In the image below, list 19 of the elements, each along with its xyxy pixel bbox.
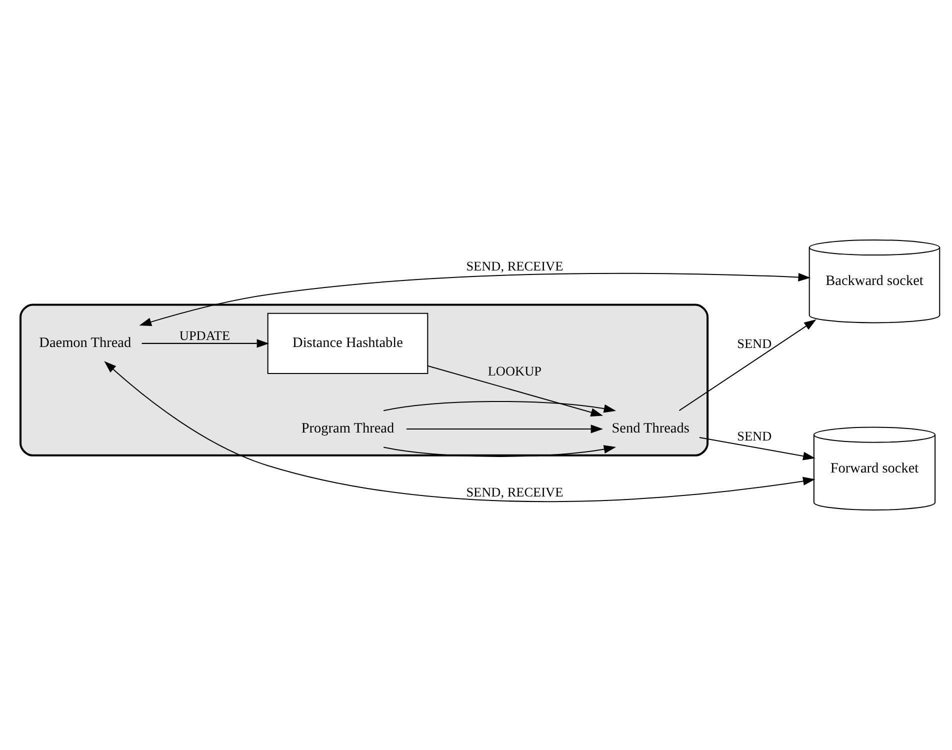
arrow: [383, 445, 616, 457]
arrow: [428, 365, 604, 416]
arrow: [678, 319, 816, 411]
node-text: Daemon Thread: [39, 335, 132, 352]
arrow: [406, 424, 604, 434]
arrow: [699, 437, 816, 460]
node-text: Send Threads: [612, 420, 690, 437]
edge-label: LOOKUP: [488, 363, 542, 378]
node-text: Program Thread: [301, 420, 394, 437]
arrow: [142, 339, 270, 348]
arrow: [104, 361, 816, 502]
edge-label: SEND, RECEIVE: [466, 484, 564, 500]
arrow: [383, 400, 616, 413]
edge-label: SEND, RECEIVE: [466, 258, 564, 274]
arrow: [139, 272, 810, 326]
edge-label: SEND: [737, 428, 772, 444]
edge-label: UPDATE: [179, 328, 230, 343]
node-box: Distance Hashtable: [267, 312, 428, 374]
edge-label: SEND: [737, 336, 772, 351]
